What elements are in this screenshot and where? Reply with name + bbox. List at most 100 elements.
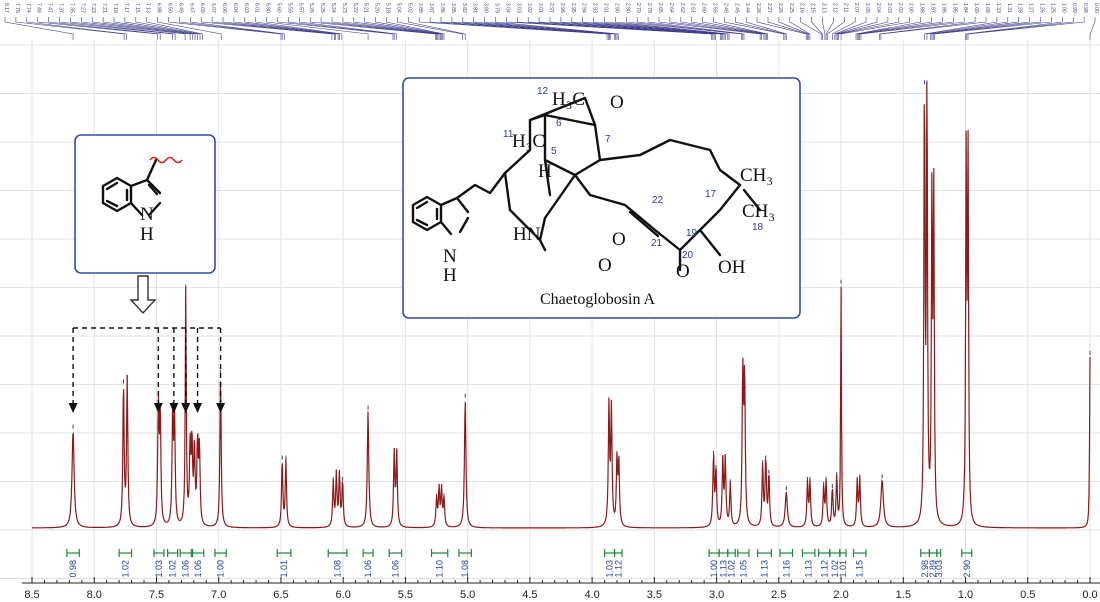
peak-label: 6.50 <box>167 3 173 13</box>
integral-label: 1.01 <box>279 560 289 578</box>
peak-label: 3.79 <box>494 3 500 13</box>
peak-label: 7.74 <box>25 3 31 13</box>
peak-label: 2.26 <box>777 3 783 13</box>
down-hollow-arrow-icon <box>129 275 157 315</box>
peak-label-leader <box>418 17 608 40</box>
x-tick-label: 2.0 <box>833 589 848 601</box>
peak-label: 5.57 <box>297 3 303 13</box>
peak-label-leader <box>860 17 965 40</box>
peak-label: 5.02 <box>406 3 412 13</box>
peak-label: 1.33 <box>995 3 1001 13</box>
peak-label: 2.94 <box>581 3 587 13</box>
spectrum-trace <box>32 82 1091 529</box>
peak-label-leader <box>858 17 943 40</box>
peak-label-leader <box>15 17 125 40</box>
integral-label: 1.05 <box>738 560 748 578</box>
integral-label: 0.98 <box>68 560 78 578</box>
peak-label-leader <box>811 17 823 40</box>
indole-inset-frame <box>74 134 216 274</box>
x-tick-label: 6.0 <box>336 589 351 601</box>
peak-label-leader <box>967 17 1085 40</box>
integral-label: 1.16 <box>781 560 791 578</box>
peak-label: 5.21 <box>363 3 369 13</box>
peak-label-leader <box>965 17 1063 40</box>
peak-label: 1.68 <box>984 3 990 13</box>
peak-label: 7.23 <box>90 3 96 13</box>
position-number: 22 <box>652 195 664 206</box>
indole-inset: N H <box>74 134 216 315</box>
peak-label: 7.37 <box>58 3 64 13</box>
position-number: 7 <box>605 134 611 145</box>
position-number: 12 <box>537 86 549 97</box>
atom-ch3-12: H₃C <box>552 89 585 110</box>
peak-label: 5.04 <box>395 3 401 13</box>
atom-indole-n: N <box>443 246 457 267</box>
peak-label-leader <box>827 17 845 40</box>
peak-label-leader <box>832 17 856 40</box>
peak-label: 1.87 <box>930 3 936 13</box>
atom-o-ketone1: O <box>612 229 626 250</box>
integral-label: 1.03 <box>154 560 164 578</box>
peak-label: 1.26 <box>1039 3 1045 13</box>
atom-o-lactam: O <box>598 255 612 276</box>
peak-label-leader <box>397 17 463 40</box>
position-number: 18 <box>752 222 764 233</box>
peak-label: 2.95 <box>570 3 576 13</box>
peak-label: 2.25 <box>788 3 794 13</box>
peak-label: 2.96 <box>559 3 565 13</box>
peak-label: 7.17 <box>123 3 129 13</box>
peak-label: 0.00 <box>1093 3 1099 13</box>
peak-label: 3.81 <box>472 3 478 13</box>
atom-ch3-18: CH₃ <box>742 201 775 222</box>
peak-label: 2.12 <box>831 3 837 13</box>
peak-label-leader <box>386 17 445 40</box>
peak-label-leader <box>102 17 193 40</box>
integral-label: 1.02 <box>120 560 130 578</box>
chaetoglobosin-structure <box>411 96 762 272</box>
peak-label-leader <box>462 17 615 40</box>
integral-label: 2.90 <box>962 560 972 578</box>
integral-label: 3.03 <box>934 560 944 578</box>
peak-label-leader <box>879 17 976 40</box>
peak-label: 6.03 <box>243 3 249 13</box>
peak-label: 7.19 <box>112 3 118 13</box>
peak-label: 2.45 <box>733 3 739 13</box>
peak-label: 2.44 <box>744 3 750 13</box>
peak-label-leader <box>70 17 176 40</box>
x-tick-label: 1.0 <box>958 589 973 601</box>
peak-label: 2.04 <box>875 3 881 13</box>
peak-label: 2.59 <box>712 3 718 13</box>
peak-label: 5.25 <box>319 3 325 13</box>
peak-label-leader <box>855 17 921 40</box>
peak-label-leader <box>636 17 744 40</box>
peak-label-leader <box>859 17 954 40</box>
peak-label-leader <box>255 17 343 40</box>
peak-label: 5.22 <box>352 3 358 13</box>
peak-label: 1.88 <box>919 3 925 13</box>
peak-label-leader <box>593 17 726 40</box>
peak-label-leader <box>840 17 911 40</box>
peak-label-leader <box>756 17 807 40</box>
peak-label: 3.01 <box>537 3 543 13</box>
attachment-wavy-bond <box>149 156 183 164</box>
peak-label: 1.25 <box>1049 3 1055 13</box>
peak-label-leader <box>527 17 715 40</box>
atom-ch3-11: H₃C <box>512 131 545 152</box>
peak-label-leader <box>669 17 762 40</box>
peak-label: 2.27 <box>766 3 772 13</box>
peak-label-leader <box>516 17 714 40</box>
x-tick-label: 4.5 <box>522 589 537 601</box>
peak-label-leader <box>266 17 369 40</box>
peak-label-leader <box>538 17 716 40</box>
peak-label: 2.78 <box>646 3 652 13</box>
peak-label-leader <box>81 17 186 40</box>
atom-o-epoxide: O <box>610 92 624 113</box>
peak-label-leader <box>190 17 285 40</box>
peak-label-leader <box>473 17 617 40</box>
peak-label: 2.80 <box>624 3 630 13</box>
peak-label-leader <box>724 17 785 40</box>
peak-label: 2.16 <box>799 3 805 13</box>
peak-label-leader <box>767 17 808 40</box>
peak-label: 3.02 <box>526 3 532 13</box>
peak-label: 7.49 <box>36 3 42 13</box>
